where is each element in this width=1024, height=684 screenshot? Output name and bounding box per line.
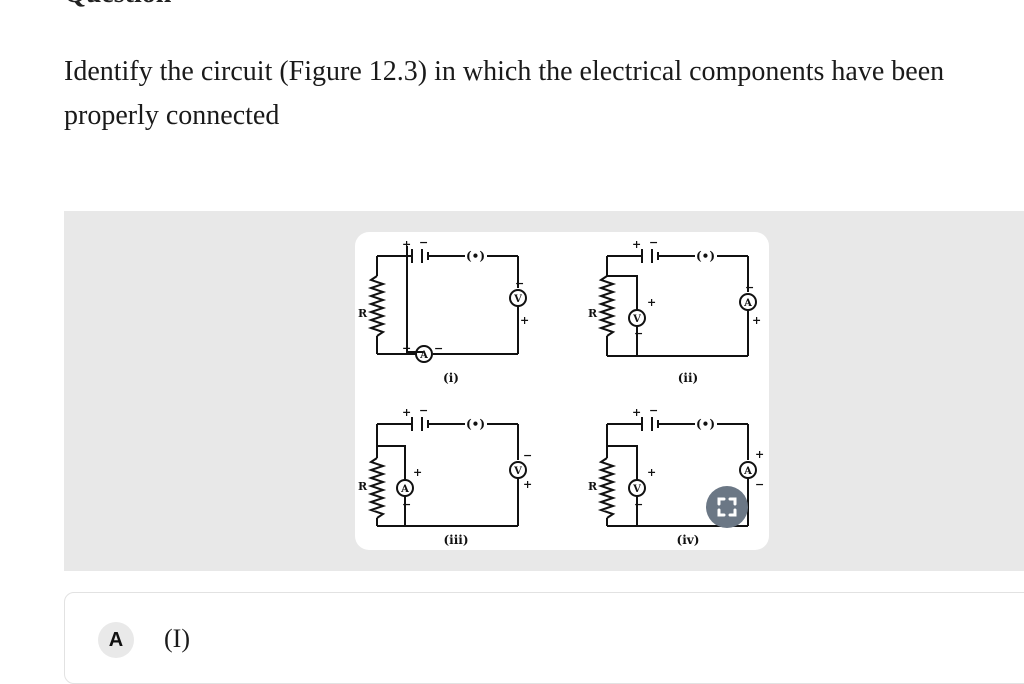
question-text: Identify the circuit (Figure 12.3) in wh… xyxy=(64,56,945,131)
plus-sign: + xyxy=(523,478,532,491)
plus-sign: + xyxy=(402,342,411,355)
minus-sign: − xyxy=(649,236,658,249)
minus-sign: − xyxy=(419,236,428,249)
resistor-label: R xyxy=(588,307,598,320)
key-symbol: (•) xyxy=(696,249,715,263)
minus-sign: − xyxy=(745,281,754,294)
circuit-iv xyxy=(597,417,757,527)
circuit-figure: (•) (•) (•) (•) R R R R V A A V V A A V … xyxy=(355,232,769,550)
minus-sign: − xyxy=(419,404,428,417)
plus-sign: + xyxy=(520,314,529,327)
ammeter-symbol: A xyxy=(743,298,752,309)
minus-sign: − xyxy=(434,342,443,355)
minus-sign: − xyxy=(755,478,764,491)
circuit-i xyxy=(367,246,527,363)
voltmeter-symbol: V xyxy=(632,484,641,495)
plus-sign: + xyxy=(402,238,411,251)
minus-sign: − xyxy=(634,498,643,511)
minus-sign: − xyxy=(634,327,643,340)
expand-icon xyxy=(717,497,737,517)
voltmeter-symbol: V xyxy=(632,314,641,325)
option-a-text: (I) xyxy=(164,624,190,653)
circuit-diagram: (•) (•) (•) (•) R R R R V A A V V A A V … xyxy=(358,236,764,547)
minus-sign: − xyxy=(523,449,532,462)
figure-caption: (ii) xyxy=(678,371,698,385)
section-heading: Question xyxy=(64,0,171,10)
voltmeter-symbol: V xyxy=(513,294,522,305)
circuit-ii xyxy=(597,249,757,357)
resistor-label: R xyxy=(358,480,368,493)
plus-sign: + xyxy=(632,238,641,251)
circuit-iii xyxy=(367,417,527,527)
minus-sign: − xyxy=(402,498,411,511)
plus-sign: + xyxy=(413,466,422,479)
plus-sign: + xyxy=(752,314,761,327)
plus-sign: + xyxy=(755,448,764,461)
plus-sign: + xyxy=(647,466,656,479)
key-symbol: (•) xyxy=(466,417,485,431)
plus-sign: + xyxy=(402,406,411,419)
figure-caption: (iv) xyxy=(677,533,700,547)
plus-sign: + xyxy=(632,406,641,419)
figure-caption: (i) xyxy=(443,371,459,385)
minus-sign: − xyxy=(515,277,524,290)
minus-sign: − xyxy=(649,404,658,417)
voltmeter-symbol: V xyxy=(513,466,522,477)
key-symbol: (•) xyxy=(696,417,715,431)
expand-image-button[interactable] xyxy=(706,486,748,528)
plus-sign: + xyxy=(647,296,656,309)
resistor-label: R xyxy=(588,480,598,493)
ammeter-symbol: A xyxy=(419,350,428,361)
resistor-label: R xyxy=(358,307,368,320)
option-a-card[interactable] xyxy=(64,592,1024,684)
ammeter-symbol: A xyxy=(400,484,409,495)
option-a-badge: A xyxy=(98,622,134,658)
figure-caption: (iii) xyxy=(443,533,468,547)
ammeter-symbol: A xyxy=(743,466,752,477)
key-symbol: (•) xyxy=(466,249,485,263)
